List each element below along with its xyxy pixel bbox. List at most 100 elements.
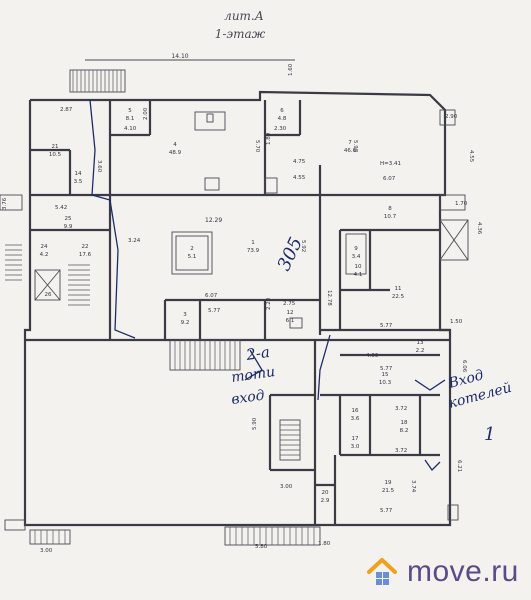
- room-label-22: 22 17.6: [79, 244, 92, 258]
- dim-label: 6.07: [383, 176, 396, 182]
- svg-text:тоти: тоти: [230, 364, 276, 386]
- dim-label: 4.06: [366, 353, 379, 359]
- dim-label: 4.75: [293, 159, 306, 165]
- svg-text:4: 4: [173, 142, 177, 148]
- dim-label: 5.77: [380, 508, 393, 514]
- dim-label: 3.72: [395, 448, 407, 454]
- dim-label: 2.90: [445, 114, 458, 120]
- svg-text:3.6: 3.6: [351, 416, 360, 422]
- room-labels: 5 8.1 4 48.9 6 4.8 7 46.6 8 10.7 21 10.5…: [40, 108, 425, 504]
- dim-label: 2.30: [274, 126, 287, 132]
- room-label-4: 4 48.9: [169, 142, 182, 156]
- dim-label: 1.60: [288, 63, 294, 76]
- svg-text:2.9: 2.9: [321, 498, 330, 504]
- svg-text:46.6: 46.6: [344, 148, 357, 154]
- dim-label: 3.60: [96, 160, 102, 173]
- room-label-1: 1 73.9: [247, 240, 260, 254]
- dim-label: 3.00: [280, 484, 293, 490]
- svg-text:9: 9: [354, 246, 358, 252]
- room-label-14: 14 3.5: [74, 171, 83, 185]
- plan-title: лит.А: [224, 9, 264, 23]
- dim-label: 2.87: [60, 107, 73, 113]
- room-label-16: 16 3.6: [351, 408, 360, 422]
- svg-text:3.0: 3.0: [351, 444, 360, 450]
- svg-text:21.5: 21.5: [382, 488, 395, 494]
- dim-label: 5.77: [380, 366, 393, 372]
- room-label-6: 6 4.8: [278, 108, 287, 122]
- svg-text:15: 15: [382, 372, 389, 378]
- svg-text:2-а: 2-а: [244, 343, 271, 364]
- svg-text:8: 8: [388, 206, 392, 212]
- svg-text:14: 14: [75, 171, 82, 177]
- dim-label: 5.90: [252, 417, 258, 430]
- svg-text:11: 11: [395, 286, 402, 292]
- dim-label: 5.42: [55, 205, 67, 211]
- dim-label: 4.55: [293, 175, 306, 181]
- dim-label: 2.75: [283, 301, 296, 307]
- svg-text:1: 1: [251, 240, 255, 246]
- house-logo-icon: [367, 558, 397, 585]
- room-label-10: 10 4.1: [354, 264, 363, 278]
- dim-label: 1.80: [318, 541, 331, 547]
- dim-top-width: 14.10: [171, 53, 188, 60]
- svg-text:9.9: 9.9: [64, 224, 73, 230]
- dim-label: 5.92: [300, 240, 306, 252]
- room-label-26: 26: [45, 292, 52, 298]
- svg-text:22.5: 22.5: [392, 294, 405, 300]
- interior-walls: [30, 100, 450, 525]
- svg-text:10.7: 10.7: [384, 214, 397, 220]
- room-label-5: 5 8.1: [126, 108, 135, 122]
- watermark: move.ru: [365, 548, 525, 596]
- svg-text:17: 17: [352, 436, 359, 442]
- room-label-25: 25 9.9: [64, 216, 73, 230]
- dim-label: 3.72: [395, 406, 407, 412]
- room-label-15: 15 10.3: [379, 372, 392, 386]
- svg-text:10.5: 10.5: [49, 152, 62, 158]
- svg-text:24: 24: [41, 244, 48, 250]
- room-label-3: 3 9.2: [181, 312, 190, 326]
- dim-label: 2.20: [266, 297, 272, 310]
- dim-label: 5.77: [380, 323, 393, 329]
- dim-label: 4.10: [124, 126, 137, 132]
- dim-label: 5.70: [254, 140, 260, 153]
- room-label-2: 2 5.1: [188, 246, 197, 260]
- svg-text:20: 20: [322, 490, 329, 496]
- room-label-19: 19 21.5: [382, 480, 395, 494]
- svg-text:4.2: 4.2: [40, 252, 49, 258]
- svg-text:73.9: 73.9: [247, 248, 260, 254]
- room-label-20: 20 2.9: [321, 490, 330, 504]
- svg-text:5.1: 5.1: [188, 254, 197, 260]
- dim-label: 4.36: [476, 222, 482, 235]
- svg-text:7: 7: [348, 140, 352, 146]
- dim-label: 2.00: [143, 107, 149, 120]
- top-left-stair: [69, 69, 126, 93]
- dim-label: 5.98: [352, 140, 358, 153]
- svg-text:3.4: 3.4: [352, 254, 361, 260]
- svg-text:9.2: 9.2: [181, 320, 190, 326]
- svg-text:3: 3: [183, 312, 187, 318]
- lower-stairs: [0, 109, 466, 546]
- svg-text:1: 1: [484, 424, 495, 445]
- svg-text:48.9: 48.9: [169, 150, 182, 156]
- room-label-7: 7 46.6: [344, 140, 357, 154]
- dim-label: 1.70: [455, 201, 468, 207]
- dim-label: 3.74: [410, 480, 416, 493]
- room-label-21: 21 10.5: [49, 144, 62, 158]
- left-stair: [5, 244, 90, 306]
- dim-label: H=3.41: [380, 161, 401, 167]
- dim-label: 6.07: [205, 293, 218, 299]
- room-label-8: 8 10.7: [384, 206, 397, 220]
- dim-label: 3.76: [2, 197, 8, 210]
- svg-text:22: 22: [82, 244, 89, 250]
- svg-text:18: 18: [401, 420, 408, 426]
- svg-text:10.3: 10.3: [379, 380, 392, 386]
- svg-text:25: 25: [65, 216, 72, 222]
- svg-text:10: 10: [355, 264, 362, 270]
- svg-text:17.6: 17.6: [79, 252, 92, 258]
- dim-label: 1.89: [266, 132, 272, 145]
- dim-label: 3.00: [40, 548, 53, 554]
- svg-text:5: 5: [128, 108, 132, 114]
- room-label-11: 11 22.5: [392, 286, 405, 300]
- dimension-labels: 1.60 2.87 4.10 2.00 2.30 5.98 5.70 1.89 …: [2, 63, 482, 554]
